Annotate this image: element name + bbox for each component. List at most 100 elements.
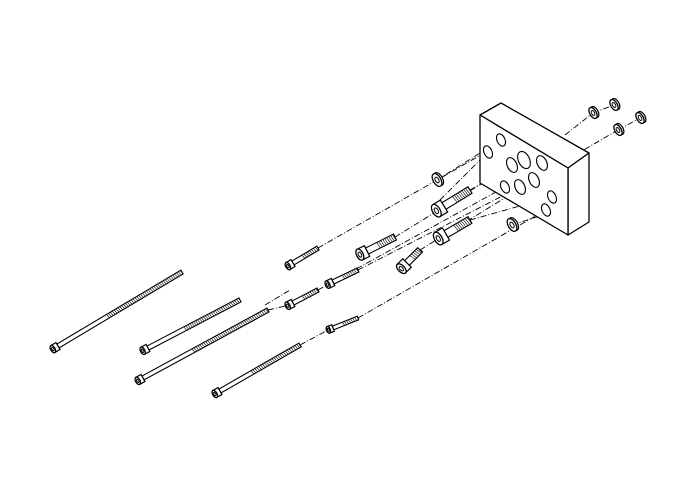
thread-line (243, 320, 248, 325)
thread-line (457, 192, 464, 200)
thread-line (179, 270, 184, 275)
thread-line (303, 253, 308, 258)
thread-line (249, 317, 254, 321)
screw-body (395, 246, 424, 275)
thread-line (211, 338, 215, 342)
screw-body (284, 287, 320, 311)
alignment-line (357, 186, 521, 271)
thread-line (348, 319, 352, 324)
thread-line (390, 235, 395, 242)
thread-line (262, 363, 266, 368)
thread-line (119, 306, 124, 311)
thread-line (461, 190, 467, 197)
washer (588, 105, 600, 120)
thread-line (234, 325, 238, 330)
alignment-line (299, 329, 329, 346)
thread-line (151, 287, 156, 291)
thread-line (108, 313, 112, 317)
thread-line (241, 321, 246, 326)
thread-line (161, 281, 165, 286)
thread-line (201, 343, 205, 348)
thread-line (115, 308, 120, 313)
thread-line (212, 337, 217, 341)
thread-line (263, 309, 267, 314)
thread-line (343, 274, 348, 278)
thread-line (197, 319, 201, 324)
thread-line (228, 328, 232, 333)
thread-line (269, 359, 274, 364)
thread-line (234, 300, 238, 305)
thread-line (174, 273, 178, 278)
thread-line (467, 186, 473, 194)
thread-line (212, 311, 217, 316)
thread-line (314, 246, 319, 251)
thread-line (414, 250, 421, 256)
thread-line (452, 196, 458, 203)
thread-line (138, 295, 142, 299)
thread-line (230, 302, 234, 307)
thread-line (352, 317, 356, 322)
plate-hole (546, 190, 558, 204)
thread-line (232, 301, 236, 306)
thread-line (117, 307, 122, 312)
screw-body (211, 342, 302, 399)
thread-line (201, 317, 205, 322)
thread-line (267, 360, 272, 365)
thread-line (218, 333, 223, 338)
washer-hole (590, 110, 596, 116)
thread-line (203, 316, 207, 321)
thread-line (355, 268, 359, 273)
thread-line (258, 366, 262, 370)
thread-line (378, 241, 383, 248)
mounting-plate (479, 102, 590, 236)
thread-line (153, 286, 158, 290)
thread-line (313, 289, 317, 294)
cap-screw (325, 315, 360, 334)
plate-hole (535, 155, 549, 171)
thread-line (168, 277, 173, 281)
thread-line (353, 269, 357, 274)
thread-line (220, 307, 224, 312)
thread-line (208, 313, 213, 318)
thread-line (286, 349, 291, 354)
hex-socket-icon (285, 303, 290, 308)
thread-line (162, 280, 167, 285)
washer-hole (434, 176, 440, 184)
thread-line (245, 319, 250, 324)
thread-line (307, 292, 311, 297)
cap-screw (211, 342, 302, 399)
thread-line (155, 284, 159, 289)
thread-line (409, 255, 416, 260)
thread-line (461, 220, 467, 227)
thread-line (216, 335, 221, 339)
thread-line (205, 315, 209, 320)
thread-line (386, 237, 391, 244)
thread-line (199, 318, 203, 323)
thread-line (341, 275, 346, 279)
thread-line (113, 309, 118, 314)
thread-line (349, 271, 354, 276)
thread-line (140, 294, 144, 298)
thread-line (106, 314, 110, 318)
thread-line (247, 318, 252, 322)
cap-screw (139, 297, 242, 356)
thread-line (110, 312, 114, 316)
thread-line (232, 326, 236, 331)
thread-line (271, 358, 276, 363)
thread-line (191, 348, 196, 353)
thread-line (296, 344, 300, 348)
cap-screw (432, 215, 473, 246)
screw-body (430, 185, 473, 218)
plate-hole (499, 180, 511, 194)
cap-screw (324, 267, 360, 290)
hex-socket-icon (325, 282, 330, 287)
thread-line (466, 217, 472, 224)
thread-line (388, 236, 393, 243)
thread-line (463, 189, 469, 196)
thread-line (134, 297, 139, 302)
thread-line (281, 352, 285, 357)
thread-line (301, 295, 306, 300)
thread-line (465, 188, 471, 195)
